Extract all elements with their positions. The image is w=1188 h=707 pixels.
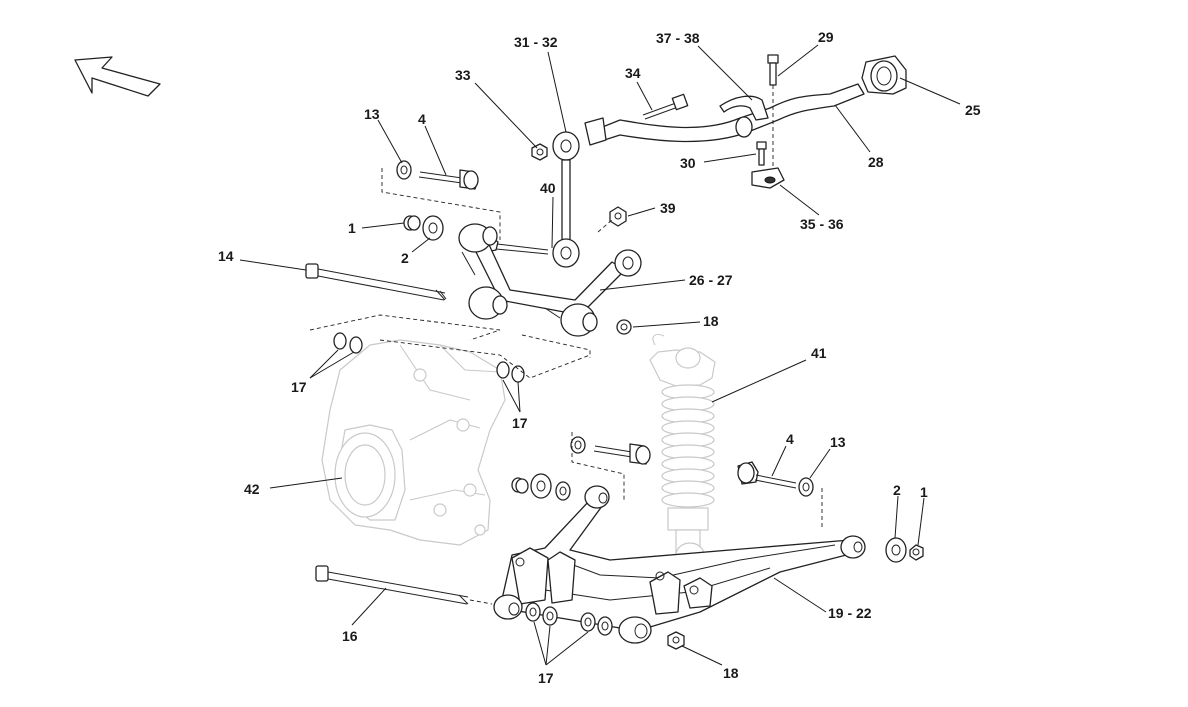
bolt-34: [642, 93, 689, 120]
callout-4-upper: 4: [418, 111, 426, 127]
assembly-dashes-lower: [469, 432, 823, 605]
shock-absorber-41: [649, 333, 716, 568]
callout-17-lower: 17: [538, 670, 554, 686]
callout-1-upper: 1: [348, 220, 356, 236]
bolt-4-lower-middle: [570, 436, 651, 465]
washers-lower-middle: [511, 473, 571, 501]
callout-labels: 13 4 33 31 - 32 34 37 - 38 29 25 28 30 3…: [218, 29, 981, 686]
callout-17-upper-left: 17: [291, 379, 307, 395]
bush-25: [861, 55, 907, 95]
callout-1-lower: 1: [920, 484, 928, 500]
callout-42: 42: [244, 481, 260, 497]
callout-35-36: 35 - 36: [800, 216, 844, 232]
callout-18-upper: 18: [703, 313, 719, 329]
callout-13-lower: 13: [830, 434, 846, 450]
callout-25: 25: [965, 102, 981, 118]
callout-2-lower: 2: [893, 482, 901, 498]
callout-26-27: 26 - 27: [689, 272, 733, 288]
callout-30: 30: [680, 155, 696, 171]
long-bolt-16: [315, 565, 469, 605]
callout-17-upper-right: 17: [512, 415, 528, 431]
assembly-dashes-upper: [309, 168, 613, 379]
callout-39: 39: [660, 200, 676, 216]
bolt-4-upper: [396, 160, 479, 190]
direction-arrow-icon: [74, 56, 161, 97]
upper-wishbone-26-27: [458, 223, 642, 337]
nut-18-upper: [616, 319, 632, 335]
callout-29: 29: [818, 29, 834, 45]
shims-17-upper: [333, 332, 525, 383]
callout-37-38: 37 - 38: [656, 30, 700, 46]
bolt-30: [756, 141, 767, 166]
washers-lower-right: [885, 537, 924, 563]
shims-17-lower: [525, 602, 613, 636]
leader-lines: [239, 44, 961, 666]
callout-31-32: 31 - 32: [514, 34, 558, 50]
callout-41: 41: [811, 345, 827, 361]
callout-33: 33: [455, 67, 471, 83]
nut-33: [531, 143, 548, 161]
callout-4-lower: 4: [786, 431, 794, 447]
callout-19-22: 19 - 22: [828, 605, 872, 621]
callout-18-lower: 18: [723, 665, 739, 681]
callout-34: 34: [625, 65, 641, 81]
callout-28: 28: [868, 154, 884, 170]
callout-40: 40: [540, 180, 556, 196]
nut-18-lower: [667, 631, 685, 650]
clamp-35-36: [751, 167, 785, 189]
washers-upper: [403, 215, 444, 241]
lower-wishbone-19-22: [493, 485, 866, 644]
anti-roll-bar: [584, 83, 865, 146]
callout-13-upper: 13: [364, 106, 380, 122]
bolt-29: [767, 54, 779, 178]
hub-carrier-ghost: [321, 339, 506, 546]
callout-14: 14: [218, 248, 234, 264]
nut-39: [609, 206, 627, 227]
long-bolt-14: [305, 263, 447, 301]
drop-link-31-32: [552, 131, 580, 268]
bolt-4-lower-right: [737, 461, 814, 497]
callout-16: 16: [342, 628, 358, 644]
spring-coils: [661, 384, 715, 508]
callout-2-upper: 2: [401, 250, 409, 266]
